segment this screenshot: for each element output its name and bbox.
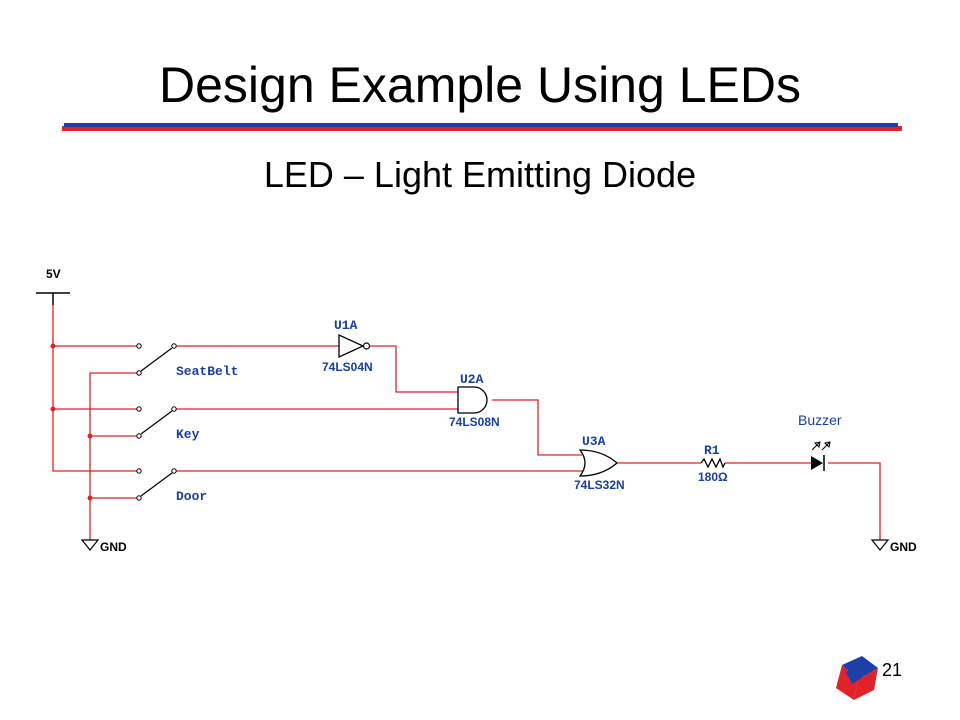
led-label: Buzzer [798, 412, 842, 428]
switch-key [136, 406, 177, 439]
ground-symbol-left [80, 539, 100, 551]
led-diode [811, 441, 831, 471]
title-underline-blue [64, 123, 898, 127]
gate-ref-u1a: U1A [334, 318, 358, 333]
corner-logo-icon [836, 656, 878, 700]
or-gate-u3a [578, 449, 618, 477]
slide-subtitle: LED – Light Emitting Diode [263, 154, 697, 195]
switch-seatbelt [136, 343, 177, 376]
resistor-value: 180Ω [698, 470, 728, 484]
supply-label: 5V [46, 267, 61, 281]
switch-label-door: Door [176, 489, 207, 504]
gate-part-u1a: 74LS04N [322, 360, 373, 374]
title-underline-red [62, 126, 902, 131]
gate-part-u2a: 74LS08N [449, 415, 500, 429]
and-gate-u2a [457, 386, 488, 414]
ground-label-right: GND [890, 540, 917, 554]
gate-part-u3a: 74LS32N [574, 478, 625, 492]
switch-label-key: Key [176, 427, 200, 442]
inverter-gate-u1a [338, 333, 371, 359]
junction-dots [50, 343, 93, 501]
switch-label-seatbelt: SeatBelt [176, 364, 238, 379]
gate-ref-u3a: U3A [582, 434, 606, 449]
resistor-ref: R1 [704, 443, 720, 458]
slide-title: Design Example Using LEDs [159, 57, 801, 113]
wire-network [52, 305, 881, 540]
resistor-r1 [700, 457, 726, 469]
ground-label-left: GND [100, 540, 127, 554]
ground-symbol-right [870, 539, 890, 551]
page-number: 21 [882, 660, 903, 680]
switch-door [136, 468, 177, 501]
gate-ref-u2a: U2A [460, 372, 484, 387]
